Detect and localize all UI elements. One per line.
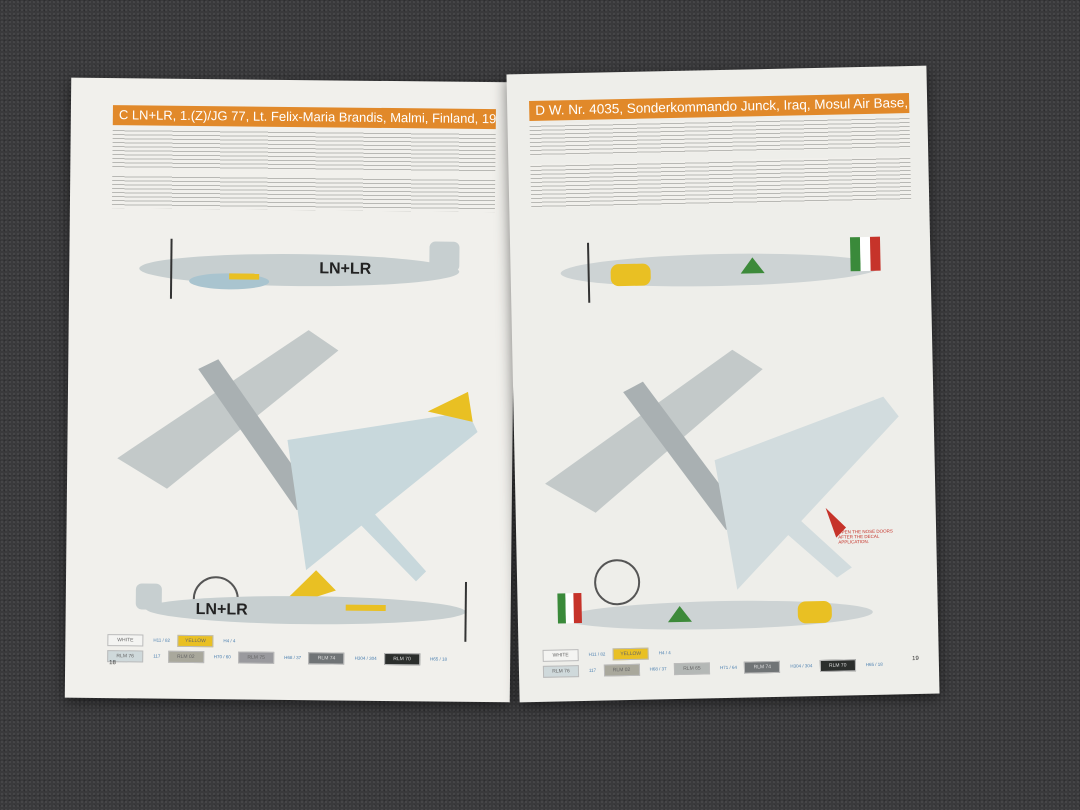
history-text-cz	[111, 174, 496, 213]
paint-code: H68 / 37	[649, 666, 667, 672]
swatch-rlm74: RLM 74	[744, 660, 781, 674]
left-page: C LN+LR, 1.(Z)/JG 77, Lt. Felix-Maria Br…	[64, 77, 517, 703]
swatch-rlm70: RLM 70	[819, 659, 856, 673]
swatch-yellow: YELLOW	[177, 634, 214, 648]
paint-code: H70 / 60	[213, 654, 231, 660]
side-profile-plane-right	[135, 581, 468, 642]
side-profile-plane-right	[557, 593, 873, 630]
paint-code: H65 / 18	[429, 656, 448, 662]
paint-code: H304 / 304	[790, 663, 813, 669]
paint-code: H11 / 82	[153, 637, 171, 643]
swatch-rlm75: RLM 75	[238, 651, 275, 664]
paint-code: H4 / 4	[658, 650, 671, 656]
history-text-en	[529, 116, 911, 156]
paint-code: 117	[153, 653, 161, 659]
paint-code: H304 / 304	[354, 655, 377, 662]
swatch-yellow: YELLOW	[612, 647, 649, 661]
page-number: 19	[912, 655, 919, 663]
paint-code: H11 / 82	[588, 651, 606, 658]
paint-code: H71 / 64	[719, 664, 737, 671]
plan-views	[545, 349, 899, 606]
swatch-rlm02: RLM 02	[167, 650, 204, 664]
right-page: D W. Nr. 4035, Sonderkommando Junck, Ira…	[506, 65, 940, 703]
fuselage-code-side-right: LN+LR	[195, 601, 248, 619]
swatch-rlm74: RLM 74	[308, 652, 345, 665]
history-text-cz	[530, 156, 912, 208]
profile-c-title: C LN+LR, 1.(Z)/JG 77, Lt. Felix-Maria Br…	[112, 105, 496, 130]
history-text-en	[112, 128, 496, 173]
plan-views	[117, 330, 478, 613]
paint-code: H65 / 18	[865, 661, 883, 668]
color-legend: WHITE H11 / 82 YELLOW H4 / 4 RLM 76 117 RLM…	[542, 643, 889, 682]
page-number: 18	[109, 660, 116, 667]
nose-doors-note: OPEN THE NOSE DOORS AFTER THE DECAL APPL…	[838, 528, 893, 545]
swatch-white: WHITE	[542, 649, 579, 662]
side-profile-plane	[139, 238, 460, 299]
swatch-rlm02: RLM 02	[603, 663, 640, 677]
swatch-rlm70: RLM 70	[383, 652, 421, 666]
paint-code: 117	[588, 667, 597, 674]
fuselage-code-side: LN+LR	[319, 260, 372, 278]
swatch-rlm65: RLM 65	[673, 662, 711, 676]
paint-code: H68 / 37	[284, 655, 302, 661]
paint-code: H4 / 4	[223, 638, 236, 644]
swatch-white: WHITE	[107, 634, 144, 647]
side-profile-plane	[560, 236, 881, 303]
swatch-rlm76: RLM 76	[542, 665, 580, 678]
